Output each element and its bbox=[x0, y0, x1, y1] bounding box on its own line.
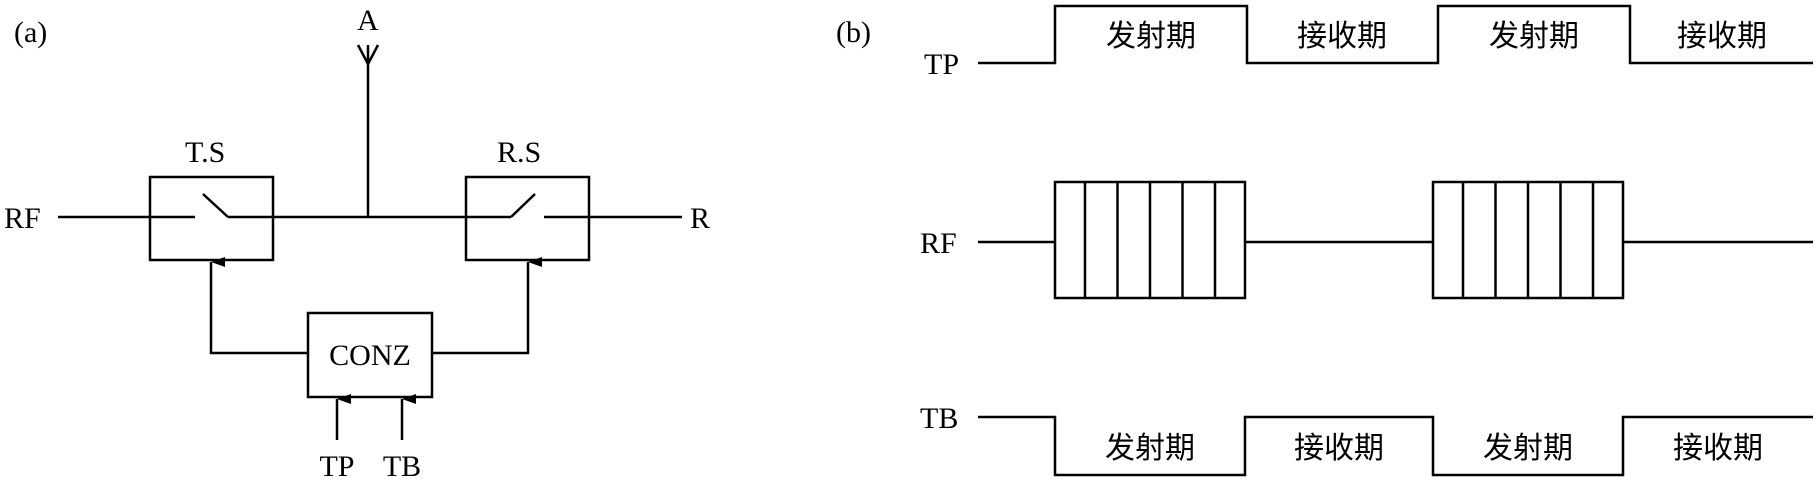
panel-a-label: (a) bbox=[14, 16, 47, 49]
controller-input-tp-label: TP bbox=[319, 450, 354, 481]
controller-box bbox=[306, 311, 434, 399]
receive-switch-label: R.S bbox=[497, 136, 541, 169]
tp-segment-label: 接收期 bbox=[1677, 19, 1767, 54]
tb-waveform bbox=[978, 415, 1813, 477]
rf-waveform bbox=[978, 180, 1813, 300]
panel-b-label: (b) bbox=[836, 16, 871, 49]
control-line-receive bbox=[432, 257, 542, 355]
tp-waveform bbox=[978, 4, 1813, 65]
output-r-label: R bbox=[690, 202, 710, 235]
tp-segment-label: 发射期 bbox=[1106, 19, 1196, 54]
tp-signal-label: TP bbox=[924, 48, 959, 81]
control-line-transmit bbox=[209, 257, 308, 355]
tb-segment-label: 发射期 bbox=[1105, 431, 1195, 466]
input-rf-label: RF bbox=[4, 202, 41, 235]
transmit-switch bbox=[148, 175, 275, 262]
tb-segment-label: 接收期 bbox=[1673, 431, 1763, 466]
tp-segment-label: 接收期 bbox=[1297, 19, 1387, 54]
panel-b: (b) TP 发射期 接收期 发射期 接收期 RF TB 发射期 接收期 发射期… bbox=[836, 4, 1813, 477]
tb-signal-label: TB bbox=[920, 402, 958, 435]
tb-segment-label: 发射期 bbox=[1483, 431, 1573, 466]
transmit-switch-label: T.S bbox=[185, 136, 225, 169]
controller-label: CONZ bbox=[329, 339, 411, 372]
panel-a: (a) A RF T.S R.S R bbox=[4, 4, 710, 481]
antenna-label: A bbox=[357, 4, 379, 37]
controller-input-tb-label: TB bbox=[383, 450, 421, 481]
rf-signal-label: RF bbox=[920, 227, 957, 260]
tb-segment-label: 接收期 bbox=[1294, 431, 1384, 466]
receive-switch bbox=[464, 175, 591, 262]
tp-segment-label: 发射期 bbox=[1489, 19, 1579, 54]
antenna-icon bbox=[356, 44, 380, 217]
